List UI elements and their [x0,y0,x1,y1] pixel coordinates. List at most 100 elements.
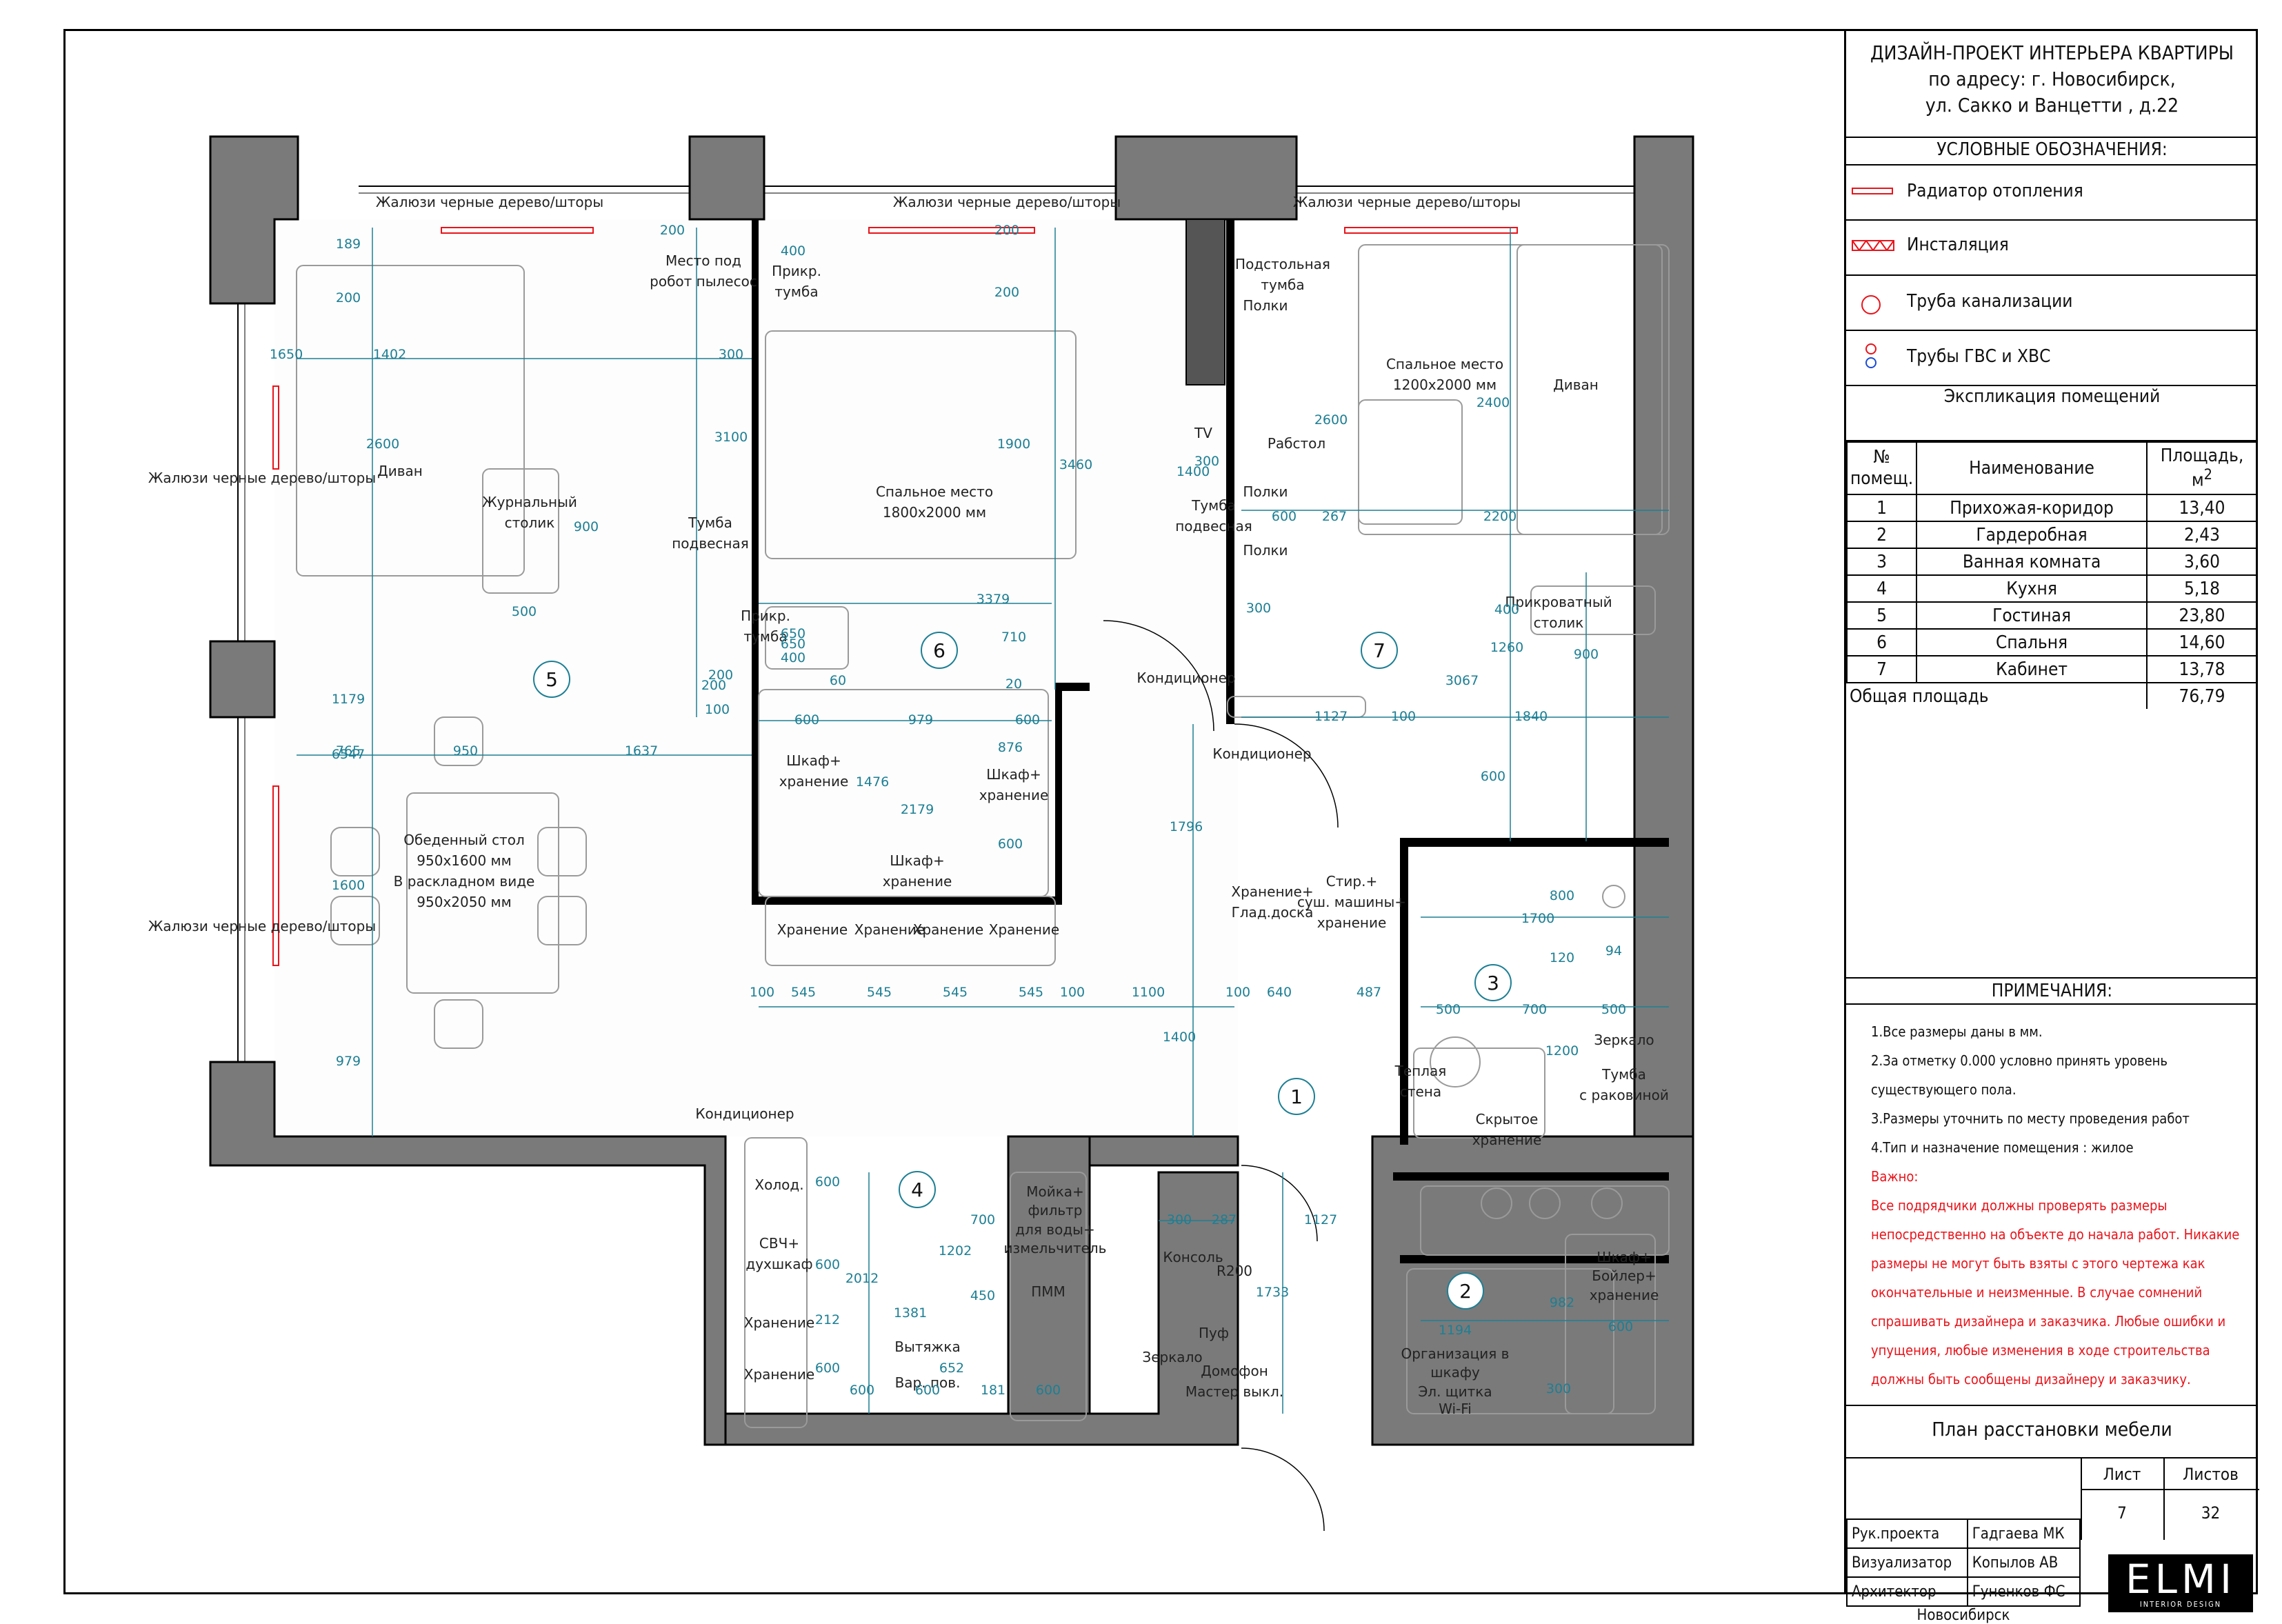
plan-label: Эл. щитка [1418,1383,1492,1400]
role: Визуализатор [1846,1547,1968,1578]
plan-label: Зеркало [1142,1349,1202,1365]
plan-label: Диван [377,463,423,479]
furniture [1413,1047,1545,1139]
dimension-value: 652 [939,1361,964,1376]
plan-label: столик [505,514,555,531]
dimension-value: 2012 [845,1271,879,1286]
dimension-value: 1600 [332,878,365,893]
plan-label: Прикр. [741,608,790,624]
dimension-value: 650 [781,626,805,641]
plan-label: Зеркало [1594,1032,1654,1048]
warning-line: окончательные и неизменные. В случае сом… [1871,1284,2203,1301]
dimension-value: 765 [336,743,361,759]
plan-label: Прикроватный [1505,594,1612,610]
col-area-header: Площадь, м2 [2146,441,2258,495]
dimension-value: 487 [1357,985,1381,1000]
room-area: 13,78 [2146,655,2258,683]
furniture [1565,1234,1656,1414]
dimension-value: 100 [705,702,730,717]
dimension-value: 545 [791,985,816,1000]
address-line-2: ул. Сакко и Ванцетти , д.22 [1925,94,2179,117]
room-area: 13,40 [2146,494,2258,522]
chair [537,827,587,876]
dimension-value: 545 [867,985,892,1000]
plan-label: Жалюзи черные дерево/шторы [148,918,376,934]
sheet-number-box [2081,1458,2259,1540]
plan-label: хранение [1590,1287,1659,1303]
room-no: 6 [1845,628,1918,656]
dimension-value: 979 [336,1054,361,1069]
plan-label: Спальное место [876,483,993,500]
sheet-name-row [1846,1405,2258,1458]
legend-label-installation: Инсталяция [1907,234,2009,255]
plan-label: Жалюзи черные дерево/шторы [148,470,376,486]
dimension-value: 400 [781,650,805,665]
plan-label: Глад.доска [1232,904,1314,921]
plan-label: Хранение [854,921,925,938]
dimension-value: 100 [1391,709,1416,724]
dimension-value: 120 [1550,950,1574,965]
door-swing [1234,723,1339,828]
dimension-value: 60 [830,673,846,688]
dimension-value: 300 [719,347,743,362]
plan-label: Бойлер+ [1592,1267,1657,1284]
furniture [1530,585,1656,635]
dimension-value: 1637 [625,743,658,759]
dimension-value: 3067 [1445,673,1479,688]
radiator [441,227,594,234]
dimension-value: 181 [981,1383,1005,1398]
note-line: 2.За отметку 0.000 условно принять урове… [1871,1052,2168,1069]
plan-label: Обеденный стол [403,832,524,848]
sheet-frame [63,29,2258,1594]
sheet-name: План расстановки мебели [1932,1418,2172,1441]
warning-line: спрашивать дизайнера и заказчика. Любые … [1871,1313,2226,1330]
partition-wall [1226,219,1234,724]
sheet-hdivider [2082,1489,2259,1490]
col-no-line2: помещ. [1850,468,1914,489]
plan-label: Пуф [1199,1325,1229,1341]
dimension-value: 1381 [894,1305,927,1321]
dimension-value: 1194 [1439,1323,1472,1338]
dimension-value: 300 [1246,601,1271,616]
note-line: 1.Все размеры даны в мм. [1871,1023,2043,1040]
legend-label-sewer: Труба канализации [1907,291,2073,312]
fixture [1591,1187,1623,1219]
logo-text: ELMI [2125,1556,2236,1603]
plan-label: тумба [1261,277,1304,293]
partition-wall [1055,683,1090,691]
radiator-icon [1852,188,1893,194]
plan-label: Диван [1553,377,1599,393]
plan-label: столик [1534,614,1584,631]
legend-row-installation [1846,221,2258,276]
plan-label: духшкаф [745,1256,812,1272]
dimension-value: 300 [1167,1212,1192,1227]
chair [537,896,587,945]
radiator [868,227,1035,234]
legend-label-radiator: Радиатор отопления [1907,181,2083,201]
warning-line: Все подрядчики должны проверять размеры [1871,1197,2168,1214]
dimension-value: 700 [1522,1002,1547,1017]
radiator [1344,227,1518,234]
plan-label: измельчитель [1004,1240,1107,1256]
furniture [765,896,1056,966]
dimension-value: 189 [336,237,361,252]
plan-label: подвесная [672,535,749,552]
plan-label: хранение [979,787,1049,803]
title-block: ДИЗАЙН-ПРОЕКТ ИНТЕРЬЕРА КВАРТИРЫ по адре… [1844,29,2259,1624]
dimension-value: 600 [1036,1383,1061,1398]
legend-heading-row [1846,29,2258,166]
room-no: 4 [1845,574,1918,603]
room-number-circle [1474,964,1512,1001]
wall [688,135,765,221]
warning-line: размеры не могут быть взяты с этого черт… [1871,1255,2205,1272]
col-area-label: Площадь, м [2160,445,2244,491]
person: Копылов АВ [1966,1547,2081,1578]
plan-label: для воды+ [1015,1221,1094,1238]
dimension-value: 500 [1601,1002,1626,1017]
plan-label: хранение [1472,1132,1542,1148]
